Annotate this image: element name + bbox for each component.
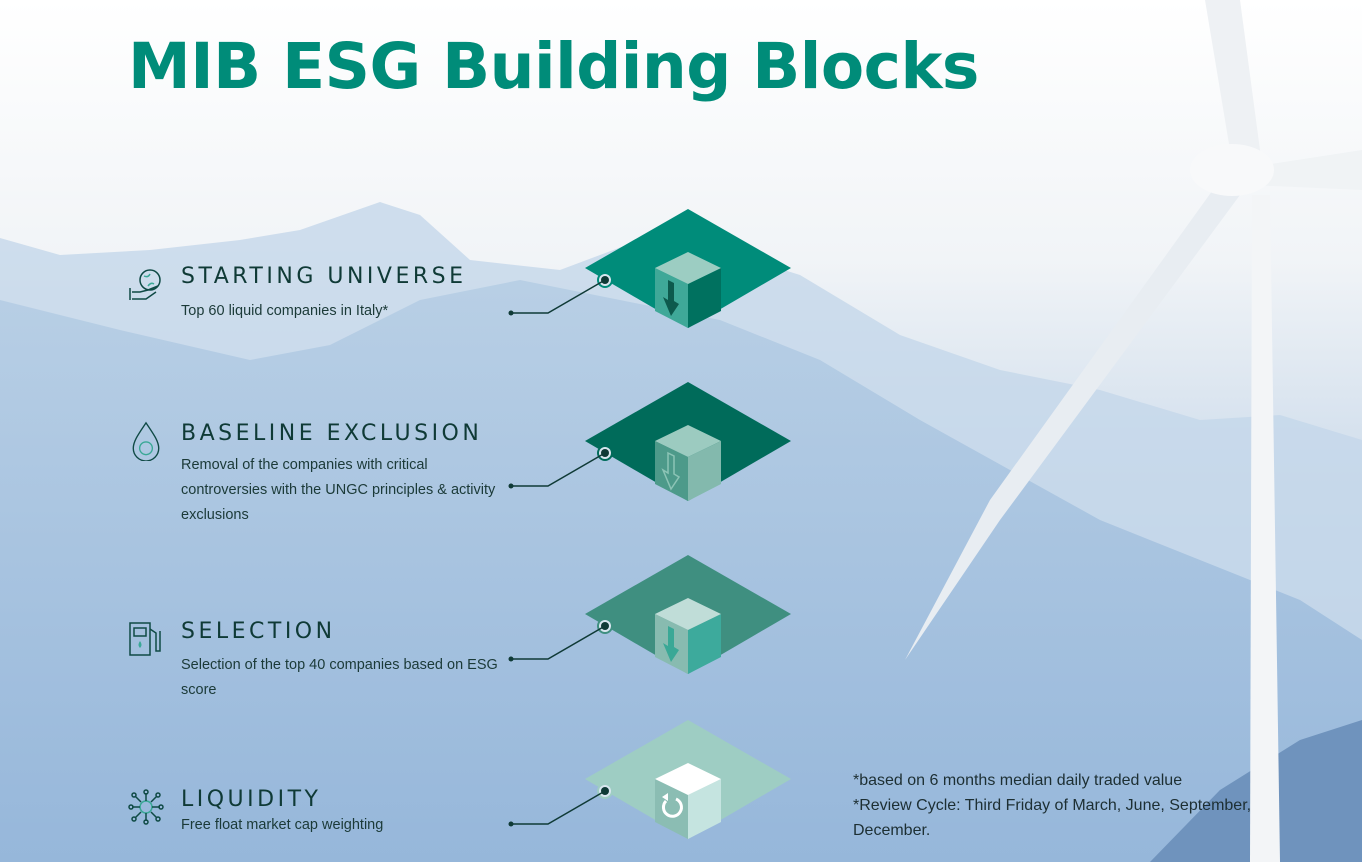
footnotes: *based on 6 months median daily traded v… bbox=[853, 768, 1253, 843]
network-icon bbox=[128, 789, 164, 825]
down-arrow-icon bbox=[661, 451, 681, 491]
block-description: Removal of the companies with critical c… bbox=[181, 457, 496, 523]
cube-top-face bbox=[655, 252, 721, 284]
footnote: *based on 6 months median daily traded v… bbox=[853, 772, 1183, 789]
cube-right-face bbox=[688, 614, 721, 674]
block-heading: LIQUIDITY bbox=[181, 787, 322, 812]
wind-turbine bbox=[905, 0, 1362, 862]
down-arrow-icon bbox=[663, 626, 679, 662]
connector-line bbox=[511, 452, 606, 487]
block-description: Free float market cap weighting bbox=[181, 817, 384, 833]
cube-top-face bbox=[655, 763, 721, 795]
connector-line bbox=[511, 790, 606, 825]
block-heading: SELECTION bbox=[181, 619, 336, 644]
cube-left-face bbox=[655, 779, 688, 839]
page-title: MIB ESG Building Blocks bbox=[128, 30, 979, 103]
block-description: Selection of the top 40 companies based … bbox=[181, 657, 498, 698]
connector-line bbox=[511, 625, 606, 660]
block-heading: BASELINE EXCLUSION bbox=[181, 421, 483, 446]
footnote: *Review Cycle: Third Friday of March, Ju… bbox=[853, 797, 1252, 839]
cube-left-face bbox=[655, 441, 688, 501]
block-diagram-3 bbox=[508, 555, 791, 674]
block-description: Top 60 liquid companies in Italy* bbox=[181, 303, 389, 319]
block-heading: STARTING UNIVERSE bbox=[181, 264, 467, 289]
block-diagram-4 bbox=[508, 720, 791, 839]
fuel-pump-icon bbox=[129, 622, 161, 656]
refresh-icon bbox=[661, 797, 683, 818]
globe-hand-icon bbox=[129, 269, 161, 300]
block-diagram-1 bbox=[508, 209, 791, 328]
cube-right-face bbox=[688, 441, 721, 501]
block-diagram-2 bbox=[508, 382, 791, 501]
down-arrow-icon bbox=[663, 280, 679, 316]
cube-top-face bbox=[655, 425, 721, 457]
water-drop-globe-icon bbox=[132, 421, 160, 461]
cube-right-face bbox=[688, 779, 721, 839]
cube-right-face bbox=[688, 268, 721, 328]
connector-line bbox=[511, 279, 606, 314]
cube-top-face bbox=[655, 598, 721, 630]
